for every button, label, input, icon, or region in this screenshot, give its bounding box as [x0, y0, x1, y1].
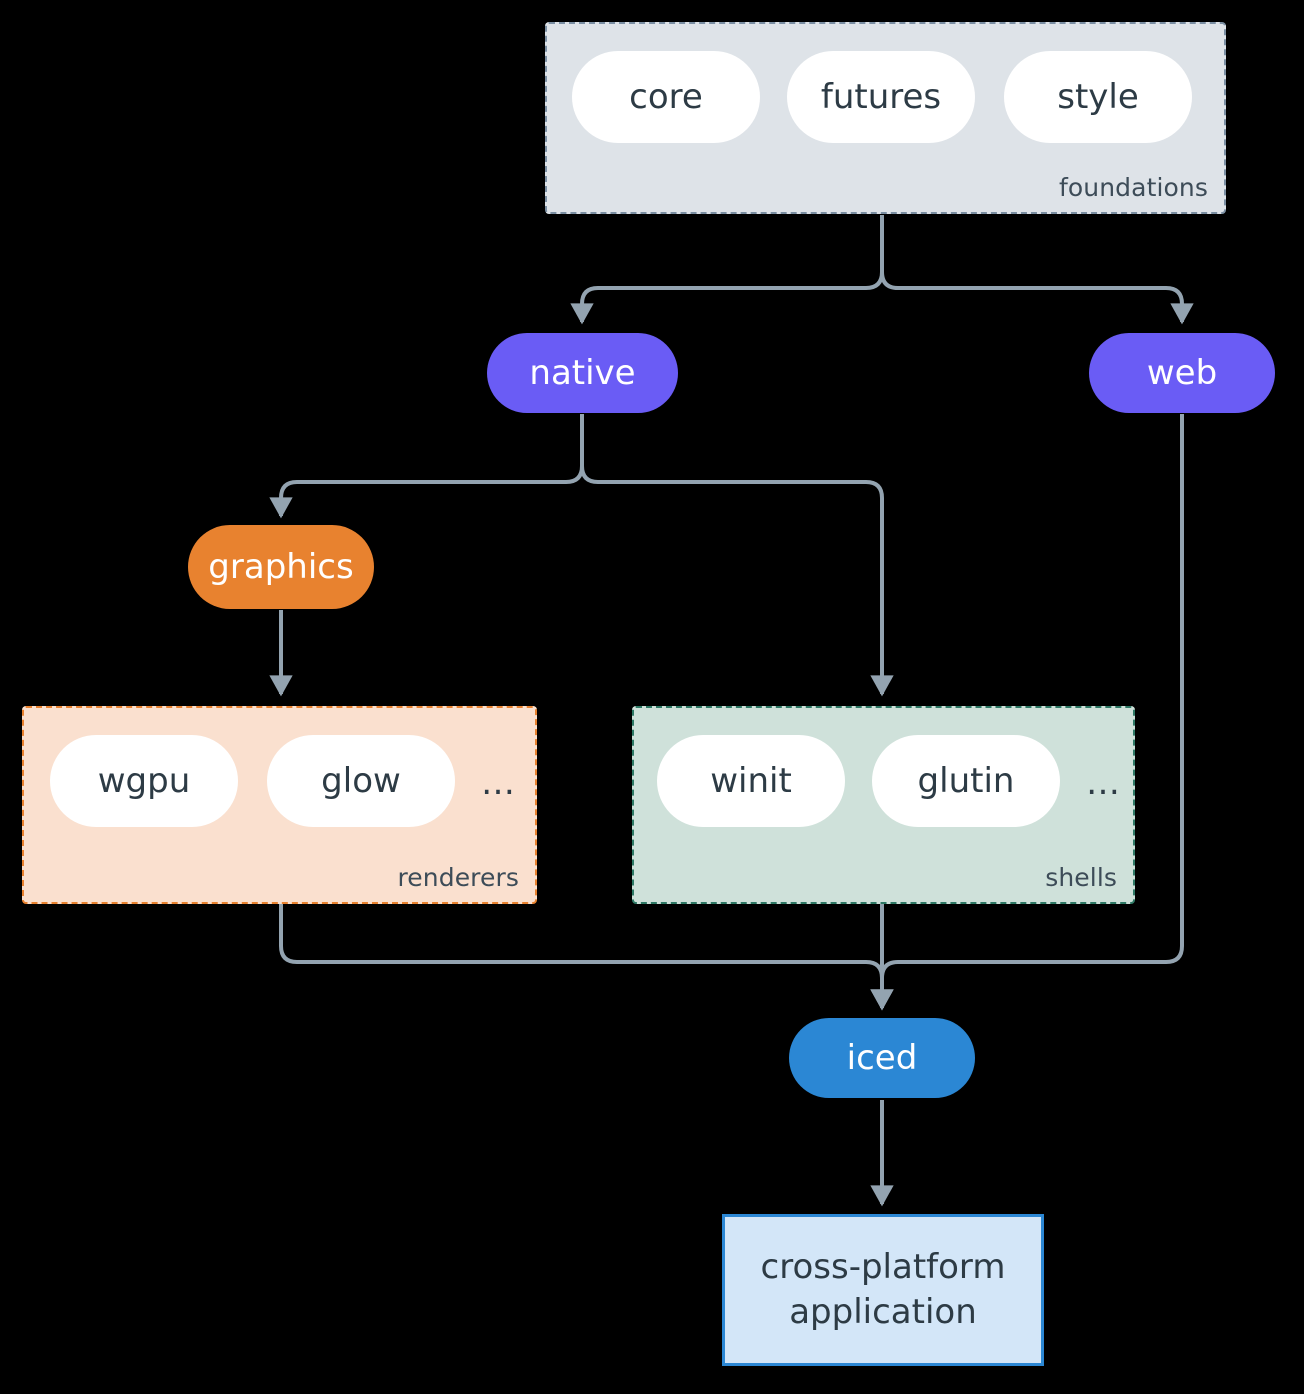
node-iced-label: iced [846, 1038, 918, 1078]
node-graphics[interactable]: graphics [188, 525, 374, 609]
pill-futures[interactable]: futures [787, 51, 975, 143]
pill-wgpu-label: wgpu [97, 761, 191, 801]
edge-native-shells [580, 414, 894, 697]
pill-more-renderers-label: … [481, 763, 515, 803]
pill-glow-label: glow [321, 761, 401, 801]
node-native-label: native [529, 353, 636, 393]
pill-wgpu[interactable]: wgpu [50, 735, 238, 827]
node-graphics-label: graphics [208, 547, 354, 587]
pill-winit[interactable]: winit [657, 735, 845, 827]
edge-foundations-web [880, 215, 1194, 325]
application-line-1: cross-platform [760, 1247, 1006, 1288]
cluster-label-renderers: renderers [397, 863, 519, 892]
cluster-label-shells: shells [1045, 863, 1117, 892]
node-native[interactable]: native [487, 333, 678, 413]
pill-futures-label: futures [820, 77, 942, 117]
pill-more-renderers: … [481, 766, 515, 800]
edge-native-graphics [269, 414, 584, 519]
pill-style-label: style [1057, 77, 1139, 117]
pill-core[interactable]: core [572, 51, 760, 143]
pill-glutin[interactable]: glutin [872, 735, 1060, 827]
pill-winit-label: winit [710, 761, 792, 801]
edge-foundations-native [570, 215, 884, 325]
node-iced[interactable]: iced [789, 1018, 975, 1098]
pill-style[interactable]: style [1004, 51, 1192, 143]
node-cross-platform-application[interactable]: cross-platform application [722, 1214, 1044, 1366]
edge-renderers-iced [279, 904, 894, 1011]
node-web[interactable]: web [1089, 333, 1275, 413]
application-line-2: application [789, 1292, 977, 1332]
node-web-label: web [1146, 353, 1218, 393]
pill-core-label: core [629, 77, 703, 117]
pill-more-shells-label: … [1086, 763, 1120, 803]
pill-glutin-label: glutin [917, 761, 1015, 801]
pill-more-shells: … [1086, 766, 1120, 800]
cluster-label-foundations: foundations [1059, 173, 1208, 202]
pill-glow[interactable]: glow [267, 735, 455, 827]
